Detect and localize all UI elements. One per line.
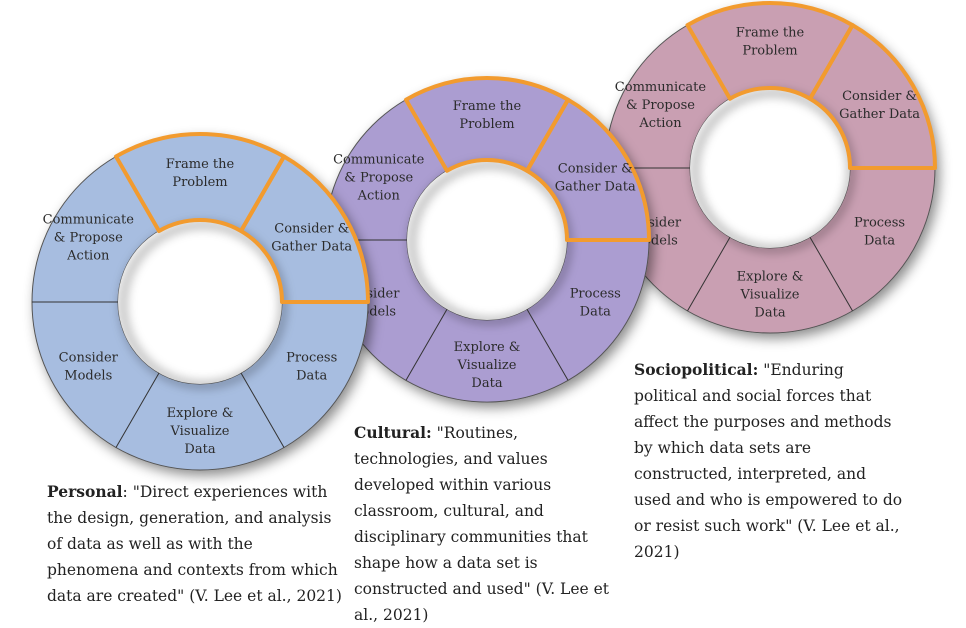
sociopolitical-segment-line: Data [754,306,785,321]
cultural-segment-line: odels [361,305,396,320]
sociopolitical-segment-line: Communicate [615,80,707,95]
cultural-segment-line: Gather Data [555,180,636,195]
personal-segment-line: Communicate [43,213,135,228]
cultural-segment-line: Consider & [558,162,633,177]
sociopolitical-hole-shadow [692,90,854,252]
personal-divider [115,372,160,448]
personal-caption-term: Personal [47,482,123,501]
personal-segment-line: Consider & [274,222,349,237]
personal-highlight-gather [239,154,370,304]
sociopolitical-highlight-gather [808,23,937,170]
sociopolitical-segment-line: Frame the [736,26,805,41]
cultural-segment-line: Explore & [454,340,521,355]
sociopolitical-segment-line: odels [643,233,678,248]
sociopolitical-segment-line: Explore & [737,270,804,285]
cultural-segment-line: & Propose [344,171,413,186]
personal-segment-line: Consider [59,351,119,366]
personal-segment-line: Data [296,369,327,384]
sociopolitical-segment-consider-gather-data: Consider & Gather Data [839,89,920,122]
sociopolitical-segment-line: Visualize [740,288,800,303]
sociopolitical-hole [690,88,850,248]
personal-segment-line: Gather Data [271,240,352,255]
personal-segment-line: Problem [172,175,227,190]
cultural-hole [407,160,567,320]
sociopolitical-segment-line: Consider & [842,89,917,104]
cultural-hole-shadow [409,162,571,324]
personal-caption: Personal: "Direct experiences with the d… [47,479,347,609]
cultural-segment-line: Action [357,189,401,204]
cultural-segment-line: Communicate [333,153,425,168]
sociopolitical-divider [809,237,853,312]
cultural-divider [405,309,448,381]
cultural-caption-text: "Routines, technologies, and values deve… [354,424,610,624]
personal-caption-text: : "Direct experiences with the design, g… [47,483,342,605]
sociopolitical-caption-text: "Enduring political and social forces th… [634,361,903,561]
personal-segment-line: Process [286,351,337,366]
cultural-highlight-gather [525,97,651,242]
cultural-segment-line: Problem [459,117,514,132]
personal-hole [118,220,282,384]
sociopolitical-segment-line: Process [854,215,905,230]
personal-segment-line: Frame the [166,157,235,172]
sociopolitical-segment-line: Problem [742,44,797,59]
cultural-caption-term: Cultural: [354,423,432,442]
cultural-segment-line: Process [570,287,621,302]
personal-hole-shadow [120,222,286,388]
personal-segment-line: Action [66,249,110,264]
sociopolitical-segment-line: Data [864,233,895,248]
personal-divider [240,372,285,448]
cultural-segment-line: Frame the [453,99,522,114]
sociopolitical-highlight-frame [685,1,855,101]
personal-highlight-frame [114,132,286,233]
personal-segment-line: Data [184,442,215,457]
personal-segment-line: Visualize [170,424,230,439]
personal-segment-consider-gather-data: Consider & Gather Data [271,222,352,255]
cultural-divider [526,309,569,381]
personal-segment-line: Explore & [167,406,234,421]
personal-segment-line: Models [64,369,112,384]
personal-segment-line: & Propose [54,231,123,246]
sociopolitical-segment-line: Gather Data [839,107,920,122]
cultural-segment-line: Visualize [457,358,517,373]
sociopolitical-segment-line: Action [638,116,682,131]
sociopolitical-divider [687,237,731,312]
sociopolitical-caption-term: Sociopolitical: [634,360,759,379]
cultural-segment-line: Data [580,305,611,320]
cultural-segment-consider-gather-data: Consider & Gather Data [555,162,636,195]
sociopolitical-caption: Sociopolitical: "Enduring political and … [634,357,904,565]
cultural-segment-line: Data [471,376,502,391]
cultural-caption: Cultural: "Routines, technologies, and v… [354,420,612,628]
sociopolitical-segment-line: & Propose [626,98,695,113]
